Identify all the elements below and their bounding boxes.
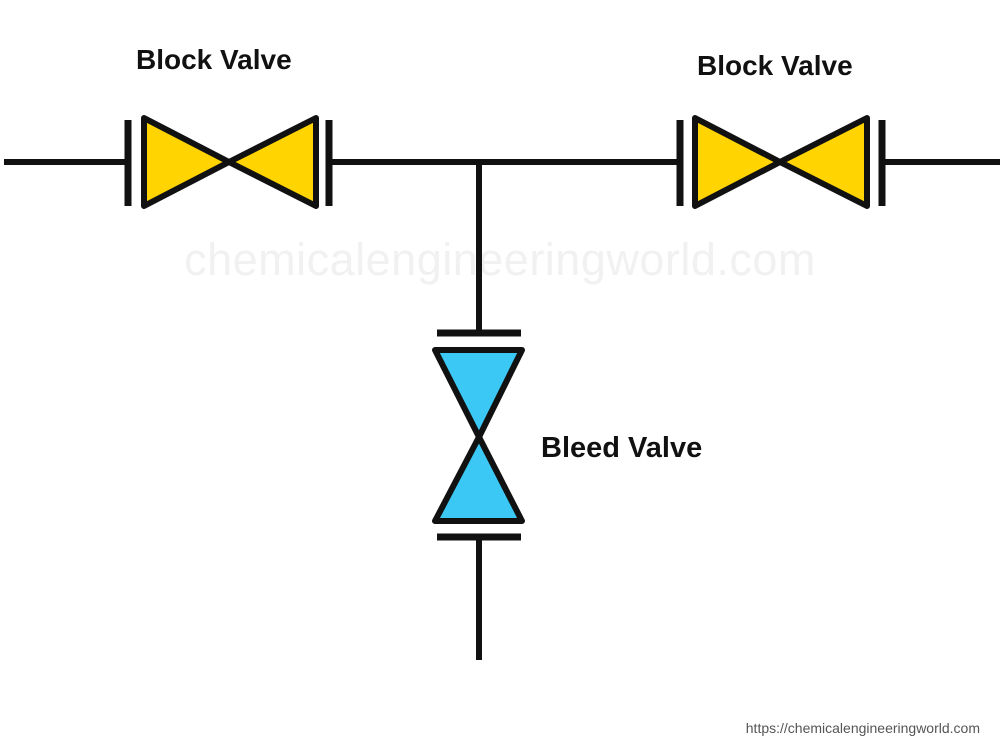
valve-triangle-bleed-bottom (432, 434, 525, 524)
watermark: chemicalengineeringworld.com (184, 234, 816, 285)
valve-triangle-left-b (226, 115, 319, 209)
source-url: https://chemicalengineeringworld.com (745, 720, 980, 736)
bleed-valve-symbol (432, 329, 525, 541)
valve-triangle-bleed-top (432, 347, 525, 440)
valve-triangle-right-b (777, 115, 870, 209)
block-valve-left-symbol (124, 115, 333, 209)
block-valve-right-symbol (676, 115, 886, 209)
block-valve-left-label: Block Valve (136, 44, 292, 75)
block-valve-right-label: Block Valve (697, 50, 853, 81)
valve-triangle-right-a (692, 115, 783, 209)
valve-triangle-left-a (141, 115, 232, 209)
bleed-valve-label: Bleed Valve (541, 432, 703, 464)
